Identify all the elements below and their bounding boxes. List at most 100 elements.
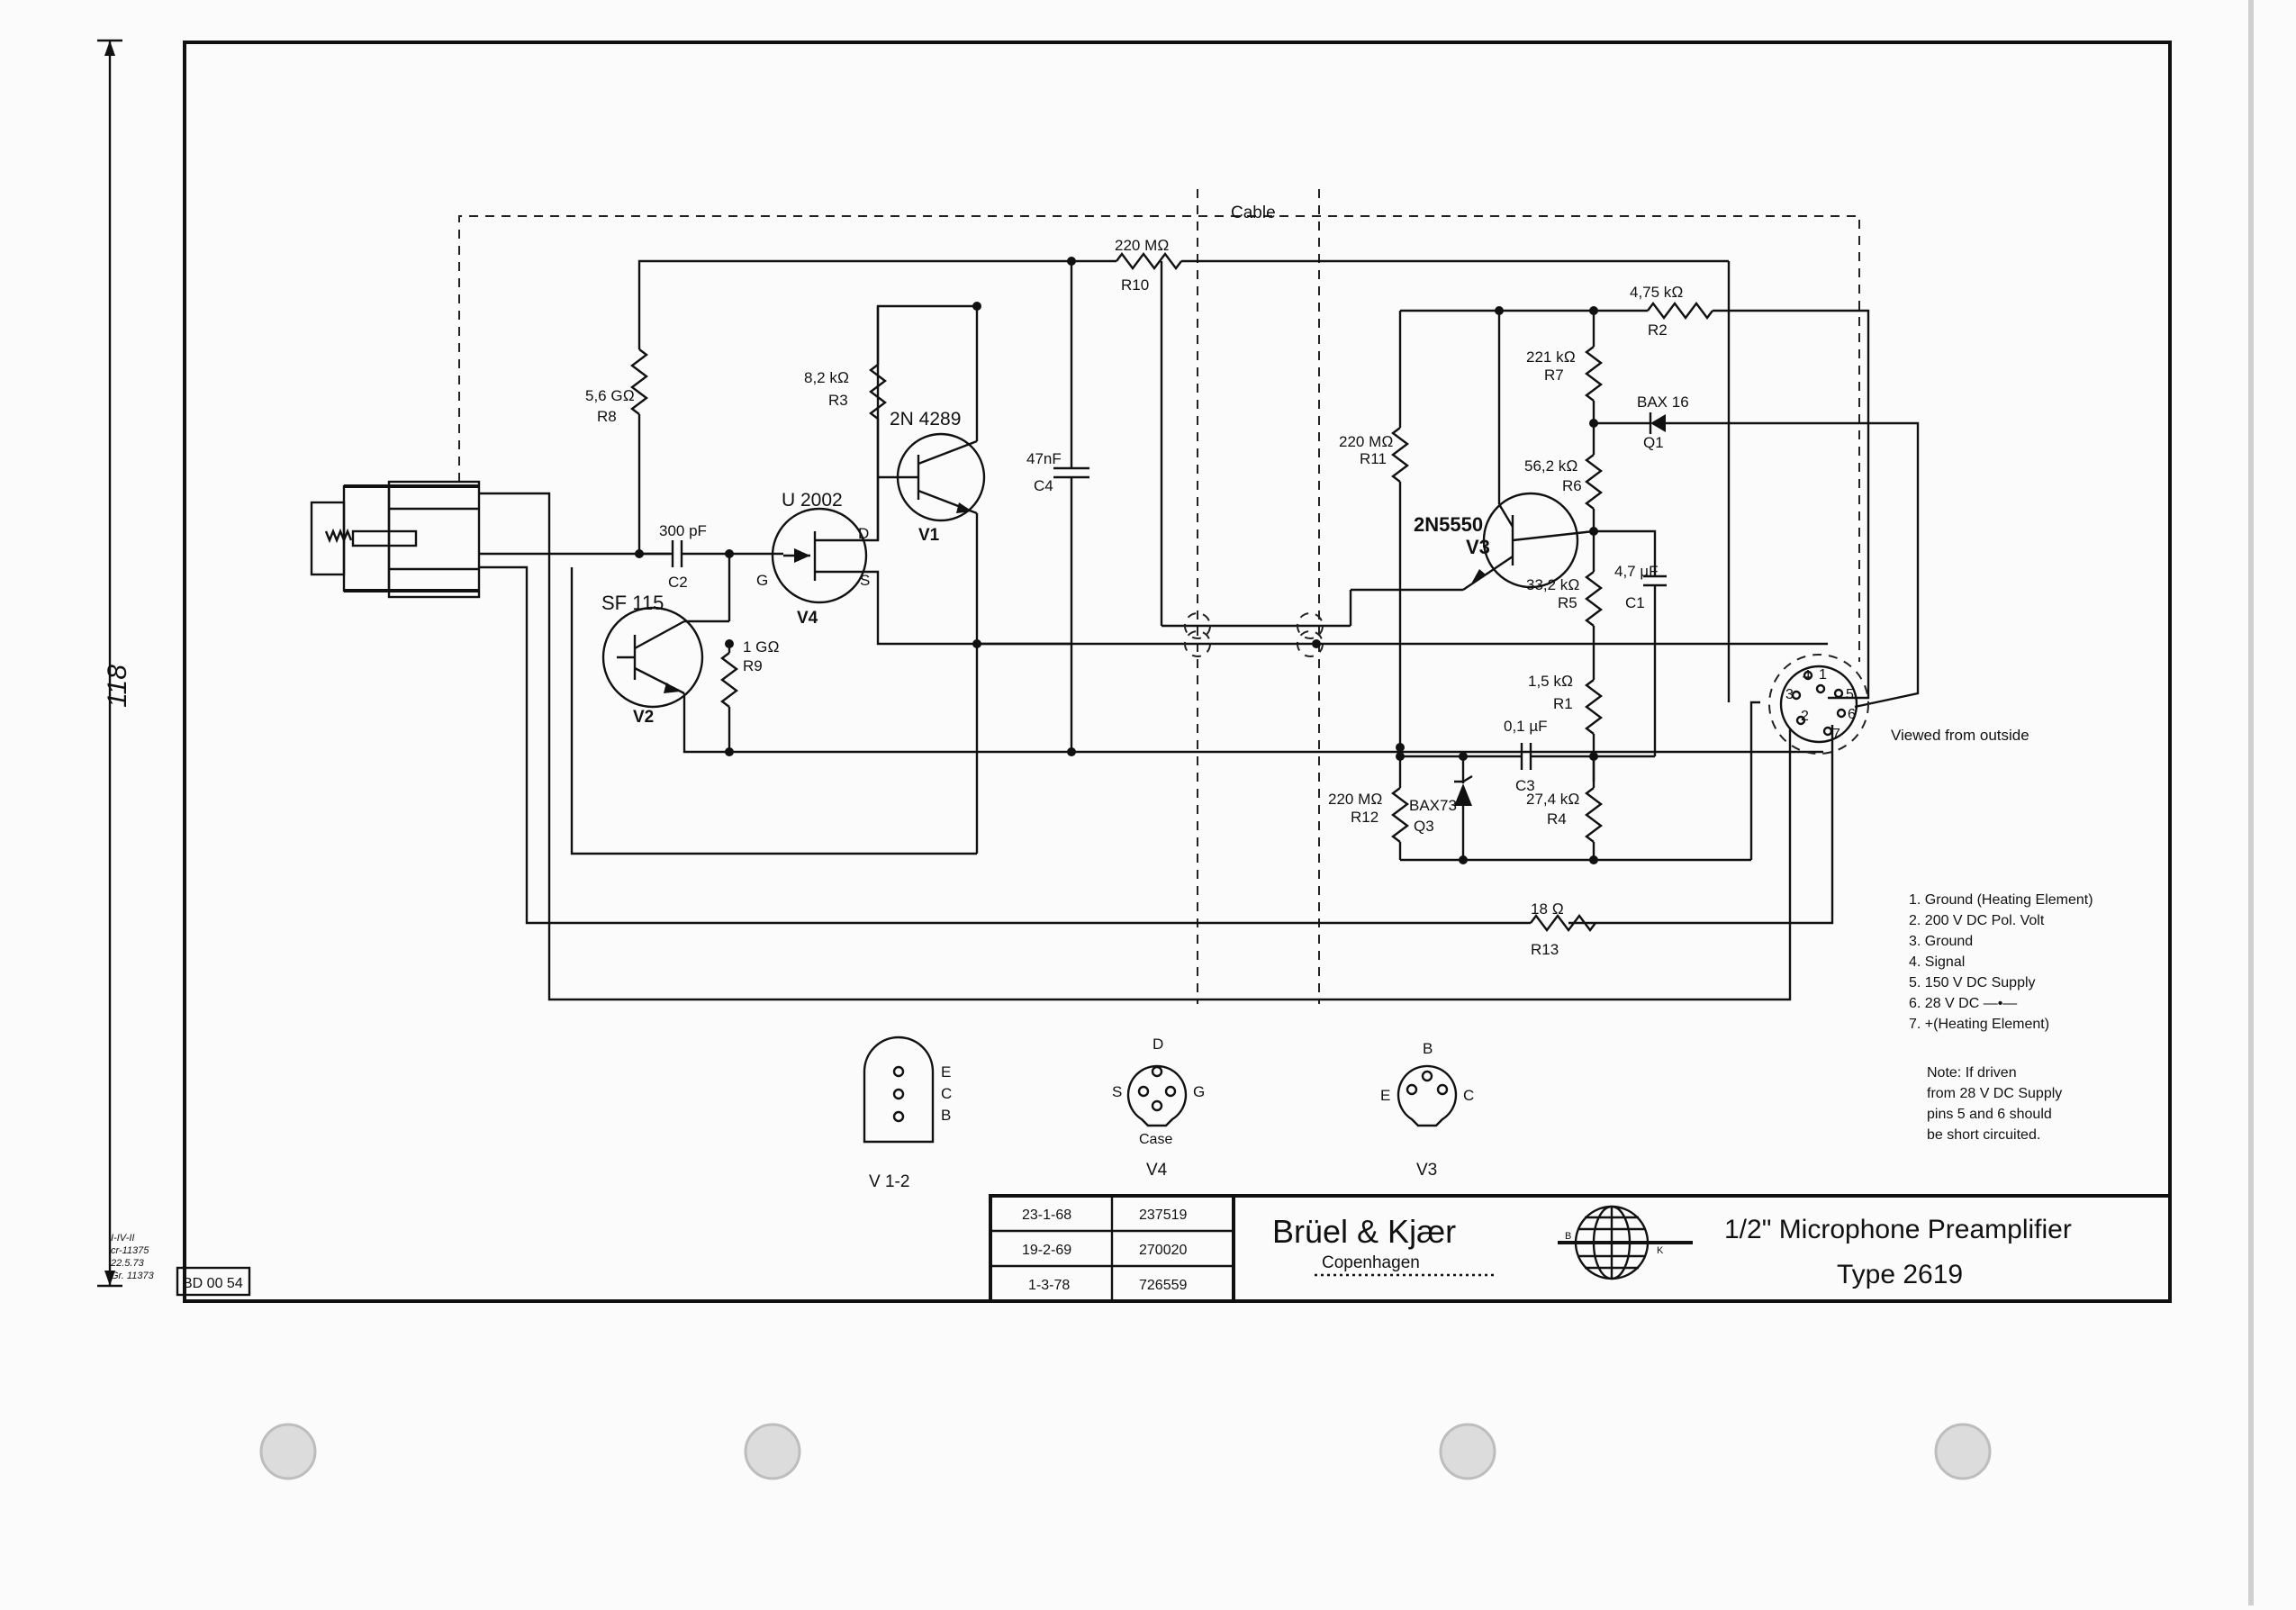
r13-value: 18 Ω [1531, 900, 1564, 918]
v4-ref: V4 [797, 609, 818, 628]
connector-pin-3: 3 [1785, 687, 1794, 702]
margin-note: I-IV-II cr-11375 22.5.73 Gr. 11373 [110, 1233, 155, 1281]
pinout-v12-c: C [941, 1085, 952, 1102]
r10-value: 220 MΩ [1115, 237, 1169, 254]
connector-pin-4: 4 [1803, 668, 1811, 683]
pin-legend-7: 7. +(Heating Element) [1909, 1017, 2049, 1032]
rev-1-number: 237519 [1139, 1208, 1187, 1223]
cable-crossing [977, 261, 1828, 657]
company-city: Copenhagen [1322, 1253, 1420, 1272]
r6-value: 56,2 kΩ [1524, 457, 1577, 475]
document-title: 1/2" Microphone Preamplifier [1724, 1215, 2072, 1244]
return-wires: 18 Ω R13 [479, 492, 1834, 1001]
connector-pin-1: 1 [1819, 667, 1827, 683]
r6-ref: R6 [1562, 477, 1582, 494]
pin-legend-5: 5. 150 V DC Supply [1909, 975, 2036, 990]
pinout-v1-2: E C B V 1-2 [863, 1036, 952, 1191]
note-line-4: be short circuited. [1927, 1127, 2040, 1143]
pinout-v12-caption: V 1-2 [869, 1172, 909, 1191]
v3-ref: V3 [1466, 536, 1490, 558]
pinout-v3-b: B [1423, 1040, 1433, 1057]
drawing-number-box [176, 1266, 251, 1297]
cable-label: Cable [1231, 204, 1276, 222]
r9-value: 1 GΩ [743, 638, 779, 656]
pinout-v4-g: G [1193, 1083, 1205, 1100]
r11-ref: R11 [1360, 450, 1387, 467]
c1-value: 4,7 µF [1614, 563, 1659, 580]
rev-3-number: 726559 [1139, 1278, 1187, 1293]
output-connector: 1 2 3 4 5 6 7 Viewed from outside [1768, 654, 2029, 755]
pinout-v12-e: E [941, 1063, 951, 1081]
v2-type: SF 115 [601, 592, 664, 614]
r9-ref: R9 [743, 657, 763, 674]
pinout-v4-case: Case [1139, 1132, 1172, 1147]
r7-value: 221 kΩ [1526, 348, 1576, 366]
pin-legend-4: 4. Signal [1909, 954, 1965, 970]
document-type: Type 2619 [1837, 1260, 1963, 1289]
c2-value: 300 pF [659, 522, 707, 539]
r10-ref: R10 [1121, 276, 1149, 294]
c4-ref: C4 [1034, 477, 1053, 494]
supply-note: Note: If driven from 28 V DC Supply pins… [1927, 1065, 2062, 1143]
pin-legend-6: 6. 28 V DC —•— [1909, 996, 2017, 1011]
pinout-v4-caption: V4 [1146, 1161, 1168, 1180]
r13-ref: R13 [1531, 941, 1559, 958]
v3-type: 2N5550 [1414, 513, 1483, 536]
connector-note: Viewed from outside [1891, 727, 2029, 744]
r8-ref: R8 [597, 408, 617, 425]
connector-pin-6: 6 [1848, 707, 1856, 722]
c3-ref: C3 [1515, 777, 1535, 794]
drawing-number: BD 00 54 [183, 1276, 243, 1291]
r2-ref: R2 [1648, 321, 1668, 339]
margin-note-line-3: 22.5.73 [110, 1258, 145, 1269]
q3-type: BAX73 [1409, 797, 1457, 814]
r3-value: 8,2 kΩ [804, 369, 849, 386]
margin-note-line-4: Gr. 11373 [111, 1271, 155, 1281]
v2-ref: V2 [633, 708, 654, 727]
note-line-3: pins 5 and 6 should [1927, 1107, 2052, 1122]
dimension-line: 118 [97, 39, 132, 1288]
dimension-value: 118 [103, 665, 132, 708]
rev-2-date: 19-2-69 [1022, 1243, 1071, 1258]
stage-v3: 4,75 kΩ R2 220 MΩ R11 221 kΩ R7 BAX 16 Q… [1328, 261, 1920, 864]
v1-type: 2N 4289 [890, 409, 961, 430]
pin-legend-3: 3. Ground [1909, 934, 1973, 949]
pin-legend-1: 1. Ground (Heating Element) [1909, 892, 2093, 908]
connector-pin-5: 5 [1846, 687, 1854, 702]
note-line-1: Note: If driven [1927, 1065, 2017, 1081]
pinout-v3-c: C [1463, 1087, 1474, 1104]
c3-value: 0,1 µF [1504, 718, 1548, 735]
pinout-v4-s: S [1112, 1083, 1122, 1100]
microphone-capsule [310, 480, 481, 599]
r5-value: 33,2 kΩ [1526, 576, 1579, 593]
q1-type: BAX 16 [1637, 393, 1689, 411]
logo-letter-k: K [1657, 1245, 1664, 1256]
v4-pin-s: S [860, 572, 870, 589]
note-line-2: from 28 V DC Supply [1927, 1086, 2062, 1101]
r7-ref: R7 [1544, 366, 1564, 384]
pinout-v3-caption: V3 [1416, 1161, 1437, 1180]
rev-1-date: 23-1-68 [1022, 1208, 1071, 1223]
pinout-v3: B E C V3 [1380, 1040, 1474, 1180]
pin-legend-2: 2. 200 V DC Pol. Volt [1909, 913, 2045, 928]
company-logo-icon: B K [1558, 1205, 1693, 1280]
r4-ref: R4 [1547, 810, 1567, 828]
r11-value: 220 MΩ [1339, 433, 1393, 450]
v4-type: U 2002 [782, 490, 843, 511]
r12-ref: R12 [1351, 809, 1379, 826]
cable-shield-outline: Cable [458, 189, 1860, 1004]
connector-pin-7: 7 [1832, 727, 1840, 742]
rev-2-number: 270020 [1139, 1243, 1187, 1258]
stage-v2: SF 115 V2 1 GΩ R9 [601, 554, 1823, 756]
connector-pin-2: 2 [1801, 709, 1809, 724]
r1-value: 1,5 kΩ [1528, 673, 1573, 690]
fet-v4: U 2002 V4 G D S [756, 304, 1202, 648]
v4-pin-g: G [756, 572, 768, 589]
c1-ref: C1 [1625, 594, 1645, 611]
r2-value: 4,75 kΩ [1630, 284, 1683, 301]
pinout-v3-e: E [1380, 1087, 1390, 1104]
c4-value: 47nF [1026, 450, 1062, 467]
margin-note-line-1: I-IV-II [111, 1233, 134, 1244]
